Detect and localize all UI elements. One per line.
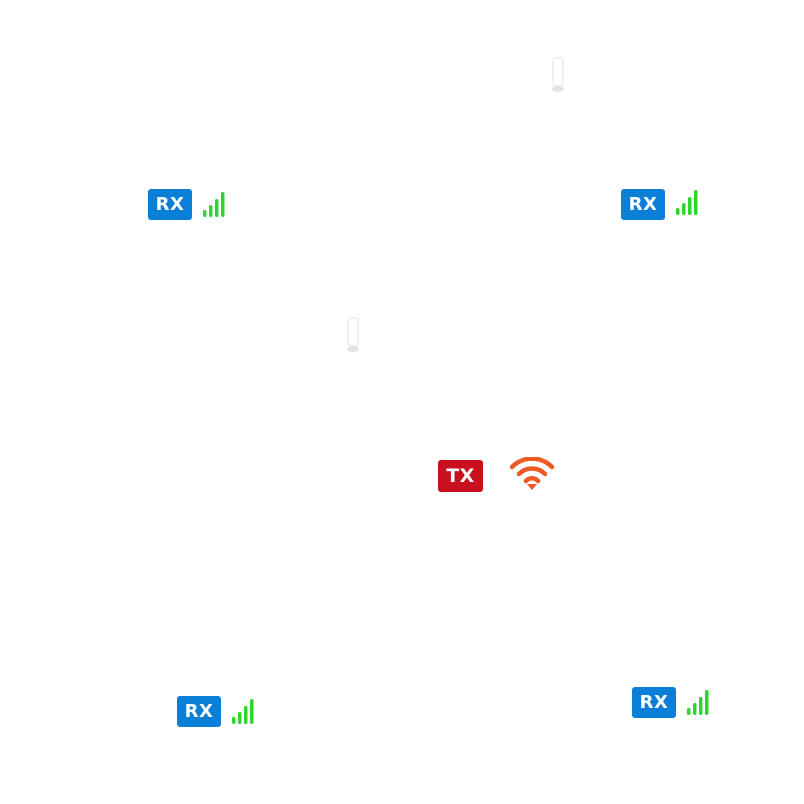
rx-badge: RX bbox=[148, 189, 192, 220]
rx-badge: RX bbox=[621, 189, 665, 220]
signal-bars-icon bbox=[232, 699, 254, 724]
signal-bars-icon bbox=[203, 192, 225, 217]
rx-badge: RX bbox=[177, 696, 221, 727]
capsule-marker-icon bbox=[347, 317, 359, 352]
tx-badge: TX bbox=[438, 460, 483, 492]
signal-bars-icon bbox=[687, 690, 709, 715]
signal-bars-icon bbox=[676, 190, 698, 215]
capsule-marker-icon bbox=[552, 57, 564, 92]
wifi-icon bbox=[509, 457, 555, 490]
rx-badge: RX bbox=[632, 687, 676, 718]
